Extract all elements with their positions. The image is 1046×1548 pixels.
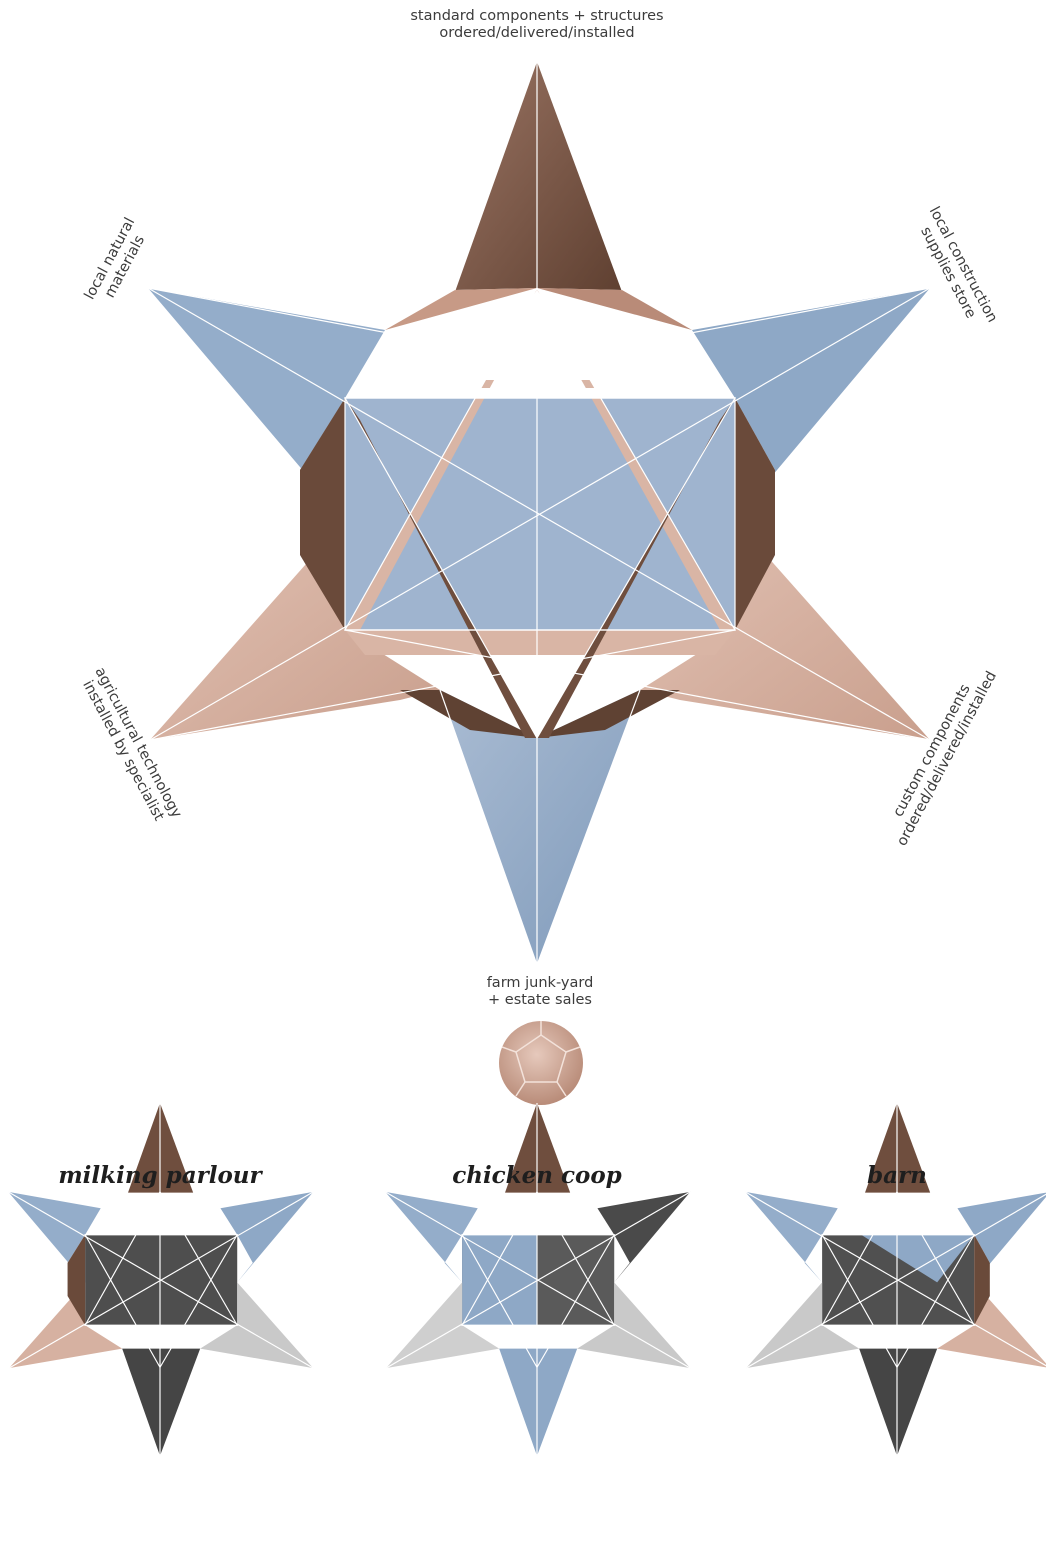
caption-chicken-coop: chicken coop	[417, 1162, 657, 1189]
star-group	[148, 60, 930, 1105]
spike-top	[455, 60, 622, 290]
label-bottom-line2: + estate sales	[440, 992, 640, 1009]
label-top: standard components + structures ordered…	[337, 8, 737, 42]
white-band-top	[345, 388, 735, 398]
label-bottom: farm junk-yard + estate sales	[440, 975, 640, 1009]
pink-band-bottom	[345, 630, 735, 655]
label-top-line1: standard components + structures	[337, 8, 737, 25]
variant-milking-parlour	[8, 1103, 313, 1456]
label-top-line2: ordered/delivered/installed	[337, 25, 737, 42]
label-bottom-line1: farm junk-yard	[440, 975, 640, 992]
variant-barn	[745, 1103, 1046, 1456]
spike-bottom	[440, 690, 640, 965]
variant-chicken-coop	[385, 1103, 690, 1456]
caption-milking-parlour: milking parlour	[40, 1162, 280, 1189]
caption-barn: barn	[777, 1162, 1017, 1189]
